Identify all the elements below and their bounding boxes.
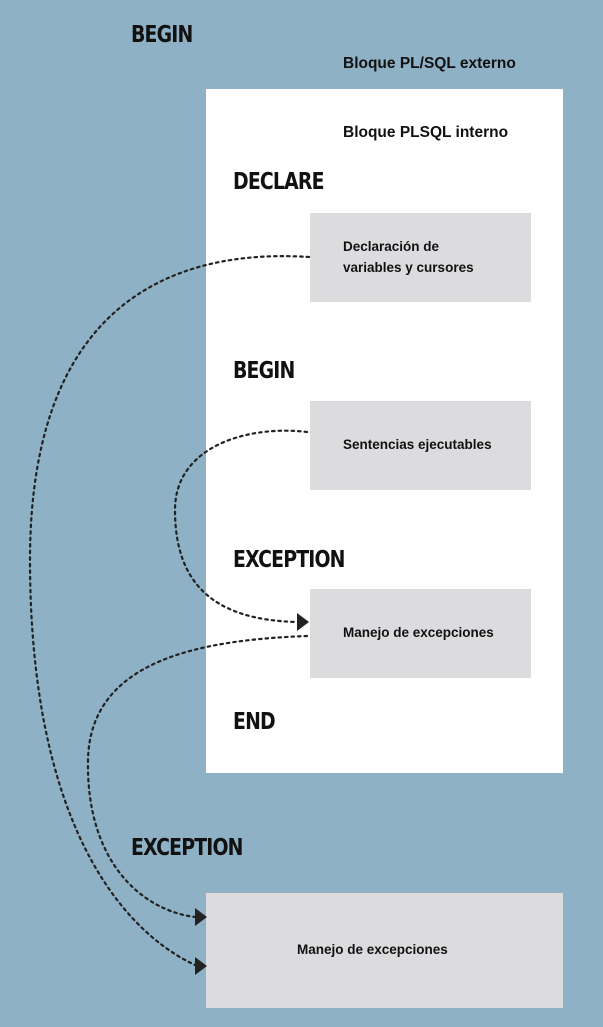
declaration-to-outer-handler-arrow bbox=[28, 255, 311, 967]
inner-handler-to-outer-handler-arrow bbox=[86, 634, 309, 919]
outer-begin-label: BEGIN bbox=[131, 22, 193, 48]
inner-exception-label: EXCEPTION bbox=[233, 547, 345, 573]
declaration-box: Declaración de variables y cursores bbox=[310, 213, 531, 302]
inner-handler-box: Manejo de excepciones bbox=[310, 589, 531, 678]
arrowhead-icon bbox=[195, 957, 207, 975]
arrowhead-icon bbox=[297, 613, 309, 631]
inner-declare-label: DECLARE bbox=[233, 169, 324, 195]
statements-to-inner-handler-arrow bbox=[173, 429, 309, 624]
outer-handler-box-text: Manejo de excepciones bbox=[297, 942, 448, 958]
declaration-box-line2: variables y cursores bbox=[343, 259, 474, 275]
outer-block-caption: Bloque PL/SQL externo bbox=[343, 55, 516, 72]
inner-begin-label: BEGIN bbox=[233, 358, 295, 384]
inner-block-caption: Bloque PLSQL interno bbox=[343, 124, 509, 141]
inner-end-label: END bbox=[233, 709, 276, 735]
arrowhead-icon bbox=[195, 908, 207, 926]
statements-box: Sentencias ejecutables bbox=[310, 401, 531, 490]
outer-handler-box: Manejo de excepciones bbox=[206, 893, 563, 1008]
declaration-box-line1: Declaración de bbox=[343, 239, 440, 255]
statements-box-text: Sentencias ejecutables bbox=[343, 437, 492, 453]
outer-exception-label: EXCEPTION bbox=[131, 835, 243, 861]
inner-handler-box-text: Manejo de excepciones bbox=[343, 625, 494, 641]
